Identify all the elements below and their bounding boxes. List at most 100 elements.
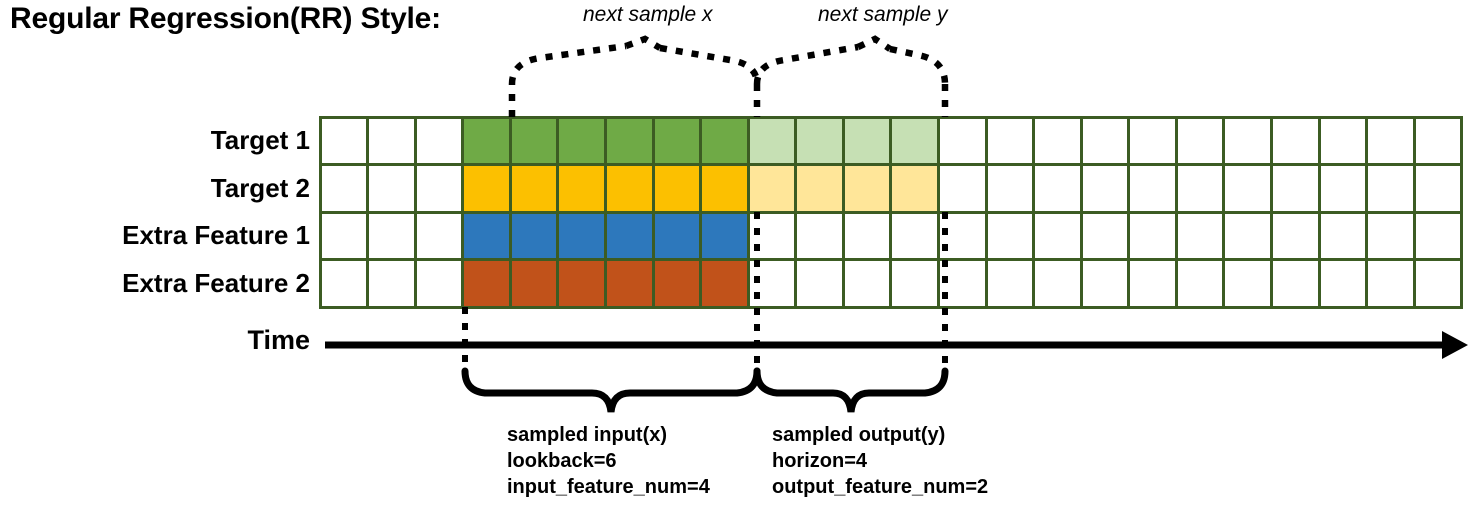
grid-cell-blank bbox=[1174, 258, 1226, 309]
grid-cell-blank bbox=[1174, 210, 1226, 261]
grid-cell-input bbox=[603, 258, 655, 309]
timeseries-grid bbox=[318, 115, 1464, 309]
grid-cell-input bbox=[699, 115, 750, 166]
grid-row bbox=[318, 258, 1464, 309]
grid-cell-output bbox=[841, 163, 893, 214]
grid-cell-input bbox=[556, 163, 607, 214]
grid-cell-blank bbox=[1412, 258, 1464, 309]
grid-cell-blank bbox=[318, 115, 370, 166]
grid-cell-blank bbox=[1174, 163, 1226, 214]
grid-cell-blank bbox=[937, 163, 988, 214]
sampled-input-lookback: lookback=6 bbox=[507, 450, 617, 472]
top-brace-next-sample-y bbox=[753, 35, 949, 117]
grid-cell-blank bbox=[1222, 163, 1274, 214]
grid-cell-blank bbox=[1412, 210, 1464, 261]
grid-cell-blank bbox=[1079, 258, 1131, 309]
grid-cell-input bbox=[461, 258, 512, 309]
sampled-input-feature-num: input_feature_num=4 bbox=[507, 476, 710, 498]
grid-cell-blank bbox=[937, 115, 988, 166]
grid-cell-input bbox=[508, 210, 560, 261]
grid-cell-blank bbox=[1222, 210, 1274, 261]
grid-cell-output bbox=[794, 163, 845, 214]
grid-cell-input bbox=[556, 258, 607, 309]
grid-cell-output bbox=[794, 258, 845, 309]
sampled-output-feature-num: output_feature_num=2 bbox=[772, 476, 989, 498]
grid-cell-blank bbox=[1032, 115, 1083, 166]
grid-cell-blank bbox=[1317, 115, 1369, 166]
grid-cell-blank bbox=[366, 115, 417, 166]
grid-cell-input bbox=[651, 163, 703, 214]
grid-cell-blank bbox=[366, 258, 417, 309]
grid-cell-input bbox=[508, 163, 560, 214]
grid-cell-blank bbox=[1222, 115, 1274, 166]
sampled-input-title: sampled input(x) bbox=[507, 424, 668, 446]
grid-cell-output bbox=[889, 115, 941, 166]
grid-cell-input bbox=[651, 115, 703, 166]
grid-cell-blank bbox=[318, 163, 370, 214]
grid-cell-input bbox=[556, 210, 607, 261]
grid-cell-blank bbox=[1412, 163, 1464, 214]
grid-cell-output bbox=[746, 163, 798, 214]
grid-cell-blank bbox=[1127, 258, 1178, 309]
row-label-target-2: Target 2 bbox=[210, 172, 310, 203]
grid-cell-input bbox=[699, 210, 750, 261]
grid-cell-blank bbox=[984, 258, 1036, 309]
grid-cell-blank bbox=[413, 163, 465, 214]
grid-cell-blank bbox=[1365, 210, 1416, 261]
top-brace-next-sample-x bbox=[508, 35, 761, 117]
grid-cell-input bbox=[651, 210, 703, 261]
grid-cell-blank bbox=[1079, 115, 1131, 166]
grid-cell-output bbox=[746, 210, 798, 261]
grid-cell-input bbox=[651, 258, 703, 309]
grid-cell-input bbox=[699, 163, 750, 214]
grid-cell-blank bbox=[1317, 163, 1369, 214]
bottom-brace-sampled-input bbox=[461, 367, 761, 413]
grid-cell-output bbox=[746, 115, 798, 166]
grid-cell-input bbox=[461, 115, 512, 166]
grid-cell-blank bbox=[1270, 115, 1321, 166]
annotation-next-sample-y: next sample y bbox=[818, 3, 948, 26]
grid-cell-input bbox=[461, 163, 512, 214]
grid-cell-blank bbox=[984, 115, 1036, 166]
grid-cell-blank bbox=[984, 210, 1036, 261]
grid-cell-blank bbox=[1270, 163, 1321, 214]
grid-cell-blank bbox=[1079, 163, 1131, 214]
grid-cell-blank bbox=[1317, 210, 1369, 261]
grid-cell-blank bbox=[1270, 210, 1321, 261]
grid-cell-output bbox=[841, 210, 893, 261]
grid-cell-blank bbox=[366, 163, 417, 214]
grid-cell-blank bbox=[1174, 115, 1226, 166]
grid-cell-blank bbox=[1032, 258, 1083, 309]
grid-row bbox=[318, 210, 1464, 261]
grid-cell-output bbox=[889, 210, 941, 261]
row-label-extra-feature-2: Extra Feature 2 bbox=[122, 267, 310, 298]
grid-cell-input bbox=[508, 258, 560, 309]
grid-cell-output bbox=[794, 210, 845, 261]
grid-cell-output bbox=[841, 115, 893, 166]
grid-cell-blank bbox=[1365, 115, 1416, 166]
grid-cell-blank bbox=[937, 258, 988, 309]
row-label-target-1: Target 1 bbox=[210, 125, 310, 155]
grid-cell-blank bbox=[413, 115, 465, 166]
grid-cell-blank bbox=[413, 210, 465, 261]
sampled-output-title: sampled output(y) bbox=[772, 424, 946, 446]
annotation-next-sample-x: next sample x bbox=[583, 3, 713, 26]
grid-cell-blank bbox=[1127, 115, 1178, 166]
row-label-extra-feature-1: Extra Feature 1 bbox=[122, 220, 310, 250]
grid-cell-blank bbox=[937, 210, 988, 261]
grid-cell-blank bbox=[1365, 163, 1416, 214]
grid-cell-blank bbox=[1317, 258, 1369, 309]
grid-cell-output bbox=[746, 258, 798, 309]
bottom-brace-sampled-output bbox=[753, 367, 949, 413]
grid-cell-blank bbox=[984, 163, 1036, 214]
grid-cell-input bbox=[603, 210, 655, 261]
grid-row bbox=[318, 115, 1464, 166]
grid-cell-blank bbox=[1079, 210, 1131, 261]
grid-cell-blank bbox=[1222, 258, 1274, 309]
grid-cell-blank bbox=[1365, 258, 1416, 309]
sampled-input-description: sampled input(x) lookback=6 input_featur… bbox=[507, 422, 710, 500]
grid-cell-blank bbox=[318, 258, 370, 309]
grid-cell-output bbox=[794, 115, 845, 166]
grid-cell-blank bbox=[1127, 210, 1178, 261]
